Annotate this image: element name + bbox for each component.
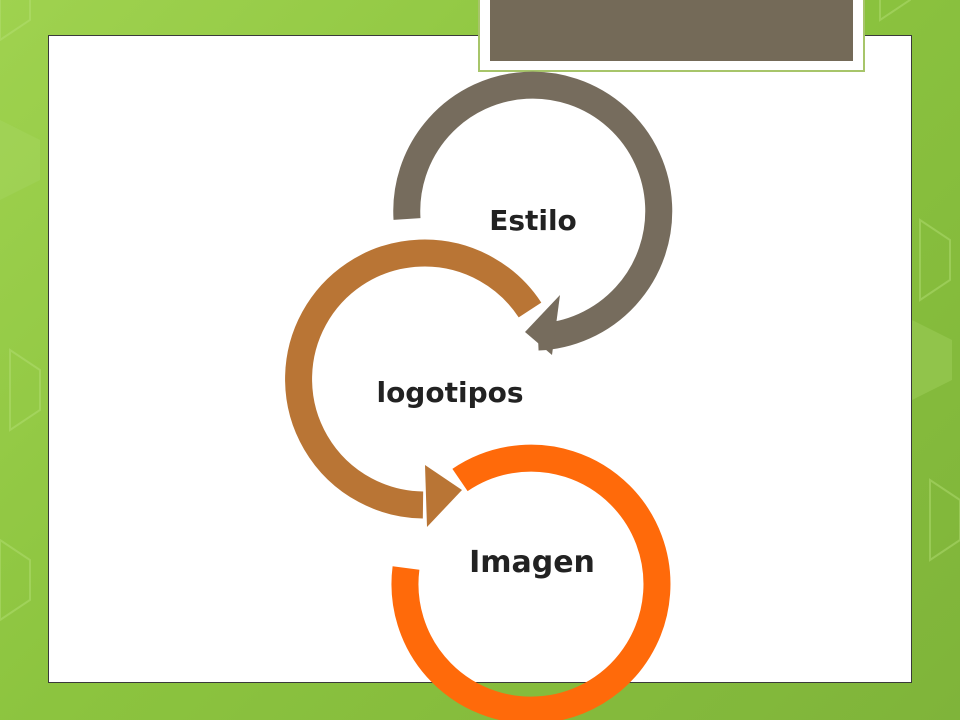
title-bar	[490, 0, 853, 61]
cycle-arc-logotipos	[285, 239, 542, 519]
cycle-step-imagen: Imagen	[391, 444, 671, 720]
slide-canvas	[48, 35, 912, 683]
cycle-label-logotipos: logotipos	[376, 376, 523, 409]
cycle-label-estilo: Estilo	[489, 204, 577, 237]
cycle-arrowhead-estilo	[525, 295, 560, 355]
cycle-arc-estilo	[393, 71, 673, 351]
cycle-label-imagen: Imagen	[469, 545, 595, 580]
cycle-arrowhead-logotipos	[425, 465, 462, 527]
cycle-step-logotipos: logotipos	[285, 239, 542, 527]
title-placeholder	[478, 0, 865, 72]
cycle-step-estilo: Estilo	[393, 71, 673, 355]
cycle-arc-imagen	[391, 444, 671, 720]
